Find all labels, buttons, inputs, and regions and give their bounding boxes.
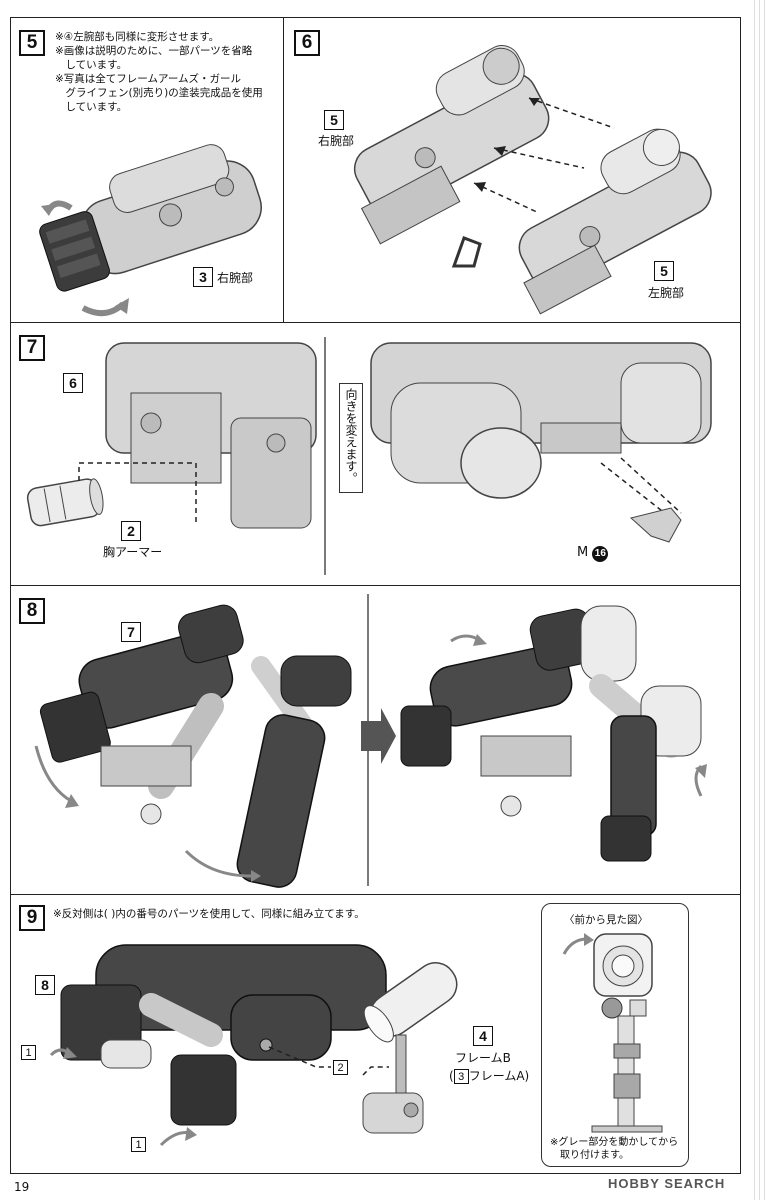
- page-binding-edge: [752, 0, 766, 1200]
- page-number: 19: [14, 1180, 30, 1194]
- front-view-inset: 〈前から見た図〉 ※グレー部分を動かしてから 取り付けます。: [541, 903, 689, 1167]
- part-3-label: 右腕部: [217, 271, 254, 285]
- chest-armor-number: 2: [121, 521, 141, 541]
- frame-b-label: フレームB: [455, 1051, 511, 1065]
- arms-assembly-illustration: [353, 45, 712, 315]
- change-direction-callout: 向きを変えます。: [339, 383, 363, 493]
- right-arm-illustration: [39, 144, 262, 317]
- m-prefix: M: [577, 545, 589, 560]
- m-part-label: M 16: [577, 545, 609, 562]
- step-7-number: 7: [19, 335, 45, 361]
- step-5-panel: 5 ※④左腕部も同様に変形させます。 ※画像は説明のために、一部パーツを省略 し…: [10, 17, 284, 323]
- m-part-16-badge: 16: [592, 545, 609, 562]
- step-6-panel: 6 5 右腕部 5: [283, 17, 741, 323]
- frame-a-paren: (: [449, 1069, 454, 1083]
- right-arm-label: 右腕部: [318, 134, 355, 148]
- ref-step-8-number: 8: [35, 975, 55, 995]
- ref-step-7-number: 7: [121, 622, 141, 642]
- front-view-illustration: [562, 933, 663, 1133]
- chest-armor-illustration: [26, 337, 712, 575]
- step-9-number: 9: [19, 905, 45, 931]
- frame-a-number: 3: [453, 1069, 469, 1084]
- step-5-note-line: ※写真は全てフレームアームズ・ガール: [55, 73, 242, 85]
- inset-note-line: ※グレー部分を動かしてから: [550, 1137, 679, 1148]
- step-5-notes: ※④左腕部も同様に変形させます。 ※画像は説明のために、一部パーツを省略 してい…: [55, 30, 263, 114]
- step-5-note-line: ※画像は説明のために、一部パーツを省略: [55, 45, 253, 57]
- step-5-note-line: しています。: [55, 101, 128, 113]
- step-8-panel: 8: [10, 585, 741, 895]
- watermark-hobby-search: HOBBY SEARCH: [608, 1176, 726, 1191]
- chest-armor-label: 胸アーマー: [103, 545, 163, 559]
- inset-note-line: 取り付けます。: [560, 1150, 629, 1161]
- step-9-panel: 9 ※反対側は( )内の番号のパーツを使用して、同様に組み立てます。 8: [10, 894, 741, 1174]
- step-5-note-line: ※④左腕部も同様に変形させます。: [55, 31, 220, 43]
- step-8-number: 8: [19, 598, 45, 624]
- step-9-note: ※反対側は( )内の番号のパーツを使用して、同様に組み立てます。: [53, 908, 365, 920]
- inset-title: 〈前から見た図〉: [564, 914, 648, 926]
- frame-attach-illustration: [49, 944, 458, 1147]
- step-5-note-line: しています。: [55, 59, 128, 71]
- step-7-panel: 7 6 2 胸アーマー 向きを変えます: [10, 322, 741, 586]
- right-arm-number: 5: [324, 110, 344, 130]
- frame-fold-illustration: [34, 594, 707, 888]
- frame-a-text: フレームA): [468, 1069, 530, 1083]
- rotate-marker-1b: 1: [131, 1137, 146, 1152]
- inset-note: ※グレー部分を動かしてから 取り付けます。: [550, 1136, 678, 1162]
- part-3-number: 3: [193, 267, 213, 287]
- step-5-number: 5: [19, 30, 45, 56]
- rotate-marker-1a: 1: [21, 1045, 36, 1060]
- ref-step-6-number: 6: [63, 373, 83, 393]
- connect-marker-2: 2: [333, 1060, 348, 1075]
- step-6-number: 6: [294, 30, 320, 56]
- left-arm-label: 左腕部: [648, 286, 685, 300]
- left-arm-number: 5: [654, 261, 674, 281]
- frame-part-4-number: 4: [473, 1026, 493, 1046]
- step-5-note-line: グライフェン(別売り)の塗装完成品を使用: [55, 87, 263, 99]
